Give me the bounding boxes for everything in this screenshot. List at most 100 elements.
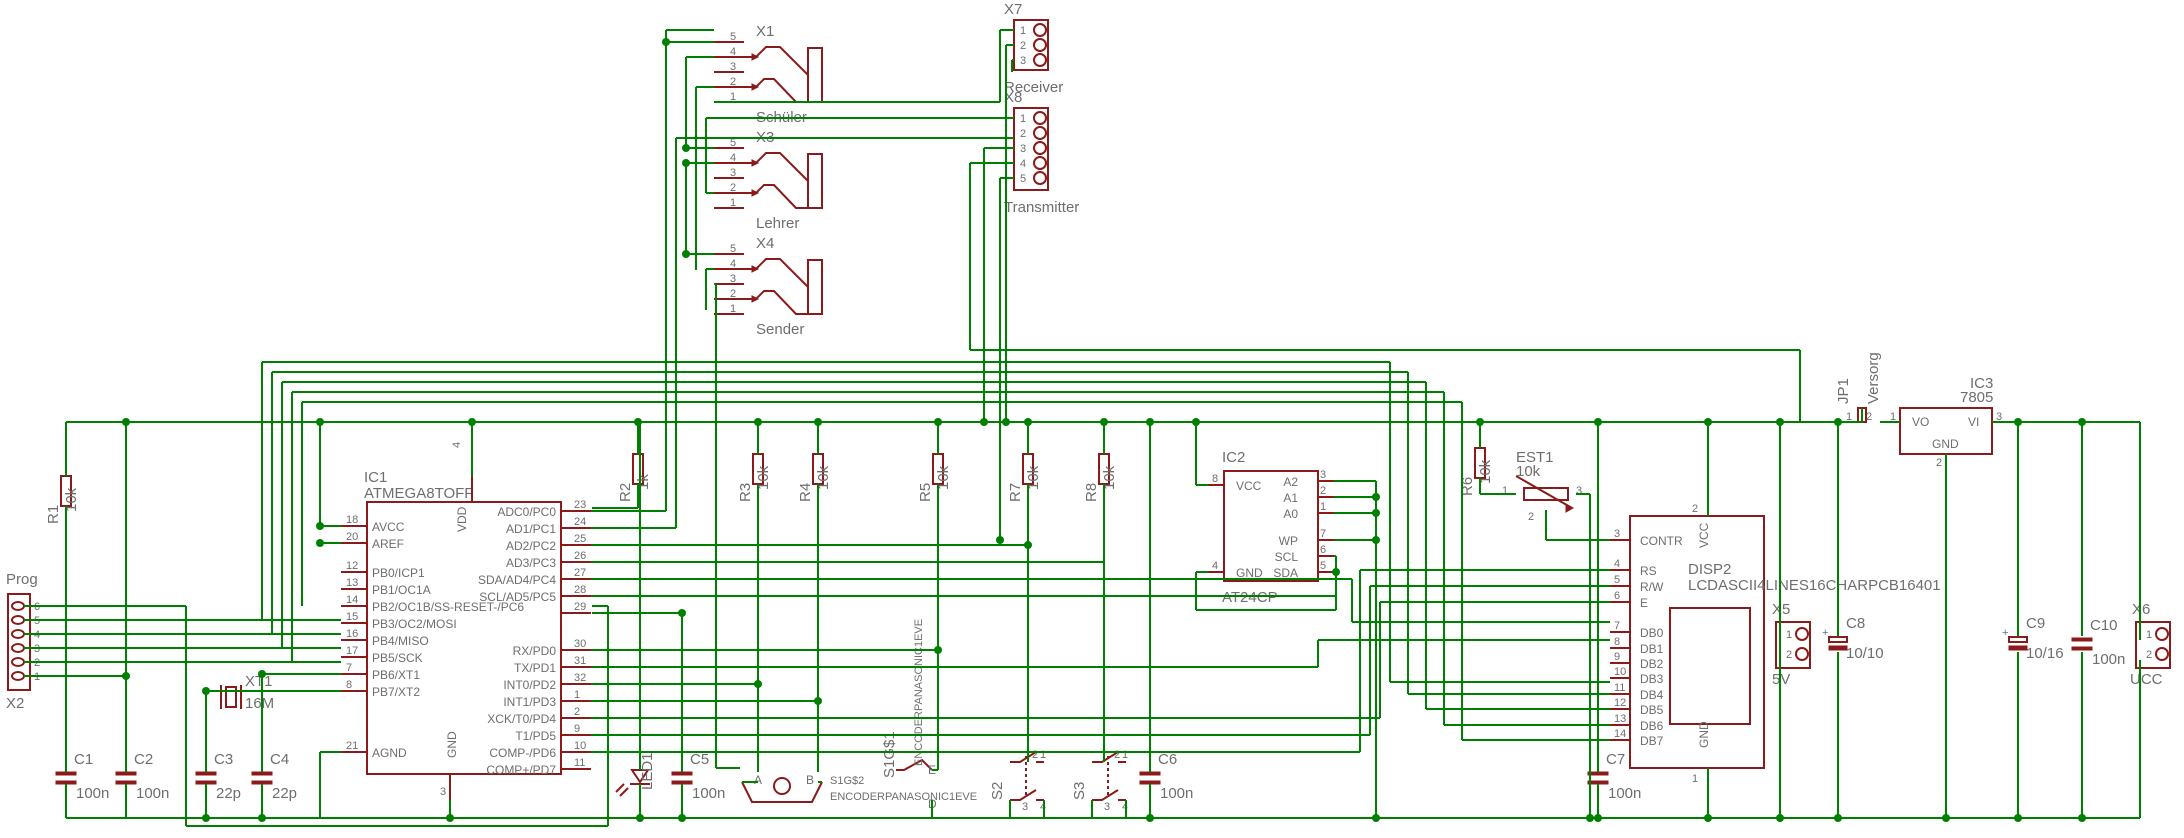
junction-dot bbox=[1372, 509, 1380, 517]
resistor-ref: R2 bbox=[617, 483, 634, 502]
ic2-ref: IC2 bbox=[1222, 449, 1245, 466]
x7-connector: X7 Receiver 123 bbox=[1004, 1, 1063, 96]
ic1-pin-number: 11 bbox=[574, 757, 585, 769]
ic2-pin-number: 4 bbox=[1212, 560, 1218, 572]
x5-pin-1: 1 bbox=[1786, 629, 1792, 641]
capacitor-ref: C6 bbox=[1158, 751, 1177, 768]
ic1-pin-number: 31 bbox=[574, 655, 586, 667]
ic1-pin-number: 24 bbox=[574, 516, 586, 528]
junction-dot bbox=[1146, 814, 1154, 822]
wires bbox=[24, 29, 2141, 827]
junction-dot bbox=[1024, 541, 1032, 549]
ic1-pin-name: PB5/SCK bbox=[372, 651, 423, 665]
disp2-pin-number: 12 bbox=[1614, 697, 1626, 709]
connector-pin-number: 2 bbox=[1020, 40, 1026, 52]
junction-dot bbox=[934, 418, 942, 426]
elcap-value: 10/16 bbox=[2026, 645, 2064, 662]
junction-dot bbox=[258, 814, 266, 822]
jack-pin-number: 2 bbox=[730, 182, 736, 194]
capacitor-c7: C7 100n bbox=[1587, 751, 1641, 802]
junction-dot bbox=[202, 814, 210, 822]
capacitor-value: 100n bbox=[1608, 785, 1641, 802]
disp2-ref: DISP2 bbox=[1688, 561, 1731, 578]
disp2-pin-number: 10 bbox=[1614, 666, 1626, 678]
disp2-pin-number: 7 bbox=[1614, 620, 1620, 632]
junction-dot bbox=[814, 418, 822, 426]
junction-dot bbox=[754, 680, 762, 688]
junction-dot bbox=[934, 646, 942, 654]
ic1-pin-number: 1 bbox=[574, 689, 580, 701]
jack-ref: X1 bbox=[756, 23, 774, 40]
junction-dot bbox=[2014, 418, 2022, 426]
junction-dot bbox=[1476, 418, 1484, 426]
junction-dot bbox=[1100, 418, 1108, 426]
disp2-pin-number: 13 bbox=[1614, 713, 1626, 725]
disp2-gnd: GND bbox=[1697, 721, 1711, 748]
capacitor-ref: C7 bbox=[1606, 751, 1625, 768]
junction-dot bbox=[316, 522, 324, 530]
ic1-pin-name: AD1/PC1 bbox=[506, 522, 556, 536]
crystal-xt1: XT1 16M bbox=[220, 673, 274, 712]
jack-label: Lehrer bbox=[756, 215, 799, 232]
x5-label: 5V bbox=[1772, 671, 1790, 688]
ic2-pin-name: A0 bbox=[1283, 507, 1298, 521]
resistor-value: 10k bbox=[1477, 459, 1494, 484]
ic1-pin-name: SCL/AD5/PC5 bbox=[479, 590, 556, 604]
connector-pin-number: 3 bbox=[1020, 55, 1026, 67]
ic1-pin-number: 14 bbox=[346, 594, 358, 606]
ic2-value: AT24CP bbox=[1222, 589, 1278, 606]
jack-pin-number: 3 bbox=[730, 167, 736, 179]
encoder-ref-1: S1G$1 bbox=[881, 731, 898, 778]
ic1-pin-number: 28 bbox=[574, 584, 586, 596]
est1-ref: EST1 bbox=[1516, 449, 1554, 466]
junction-dot bbox=[980, 418, 988, 426]
junction-dot bbox=[1586, 814, 1594, 822]
disp2-pin-number: 9 bbox=[1614, 651, 1620, 663]
ic1-pin-number: 29 bbox=[574, 601, 586, 613]
junction-dot bbox=[446, 814, 454, 822]
jack-pin-number: 2 bbox=[730, 76, 736, 88]
capacitor-ref: C4 bbox=[270, 751, 289, 768]
ic3-vi: VI bbox=[1968, 415, 1979, 429]
junction-dot bbox=[2078, 814, 2086, 822]
x6-ref: X6 bbox=[2132, 601, 2150, 618]
ic1-pin-name: INT0/PD2 bbox=[503, 678, 556, 692]
junction-dot bbox=[468, 418, 476, 426]
switch-ref: S2 bbox=[989, 782, 1006, 800]
switch-pin: 1 bbox=[1040, 749, 1046, 761]
est1-pin-2: 2 bbox=[1528, 511, 1534, 523]
junction-dot bbox=[634, 418, 642, 426]
ic1-pin-name: INT1/PD3 bbox=[503, 695, 556, 709]
disp2-pin-name: DB1 bbox=[1640, 642, 1664, 656]
capacitor-value: 100n bbox=[136, 785, 169, 802]
jack-pin-number: 5 bbox=[730, 137, 736, 149]
jumper-jp1: JP1 Versorg 1 2 bbox=[1835, 352, 1882, 423]
junction-dot bbox=[1372, 814, 1380, 822]
connector-pin-number: 3 bbox=[1020, 143, 1026, 155]
jack-pin-number: 5 bbox=[730, 31, 736, 43]
ic1-pin-number: 21 bbox=[346, 740, 358, 752]
disp2-pin-name: DB7 bbox=[1640, 734, 1664, 748]
ic2-pin-number: 7 bbox=[1320, 528, 1326, 540]
junction-dot bbox=[258, 670, 266, 678]
ic1-pin-name: T1/PD5 bbox=[515, 729, 556, 743]
x2-ref: X2 bbox=[6, 695, 24, 712]
elcap-ref: C8 bbox=[1846, 615, 1865, 632]
junction-dot bbox=[682, 250, 690, 258]
resistor-value: 10k bbox=[1025, 465, 1042, 490]
